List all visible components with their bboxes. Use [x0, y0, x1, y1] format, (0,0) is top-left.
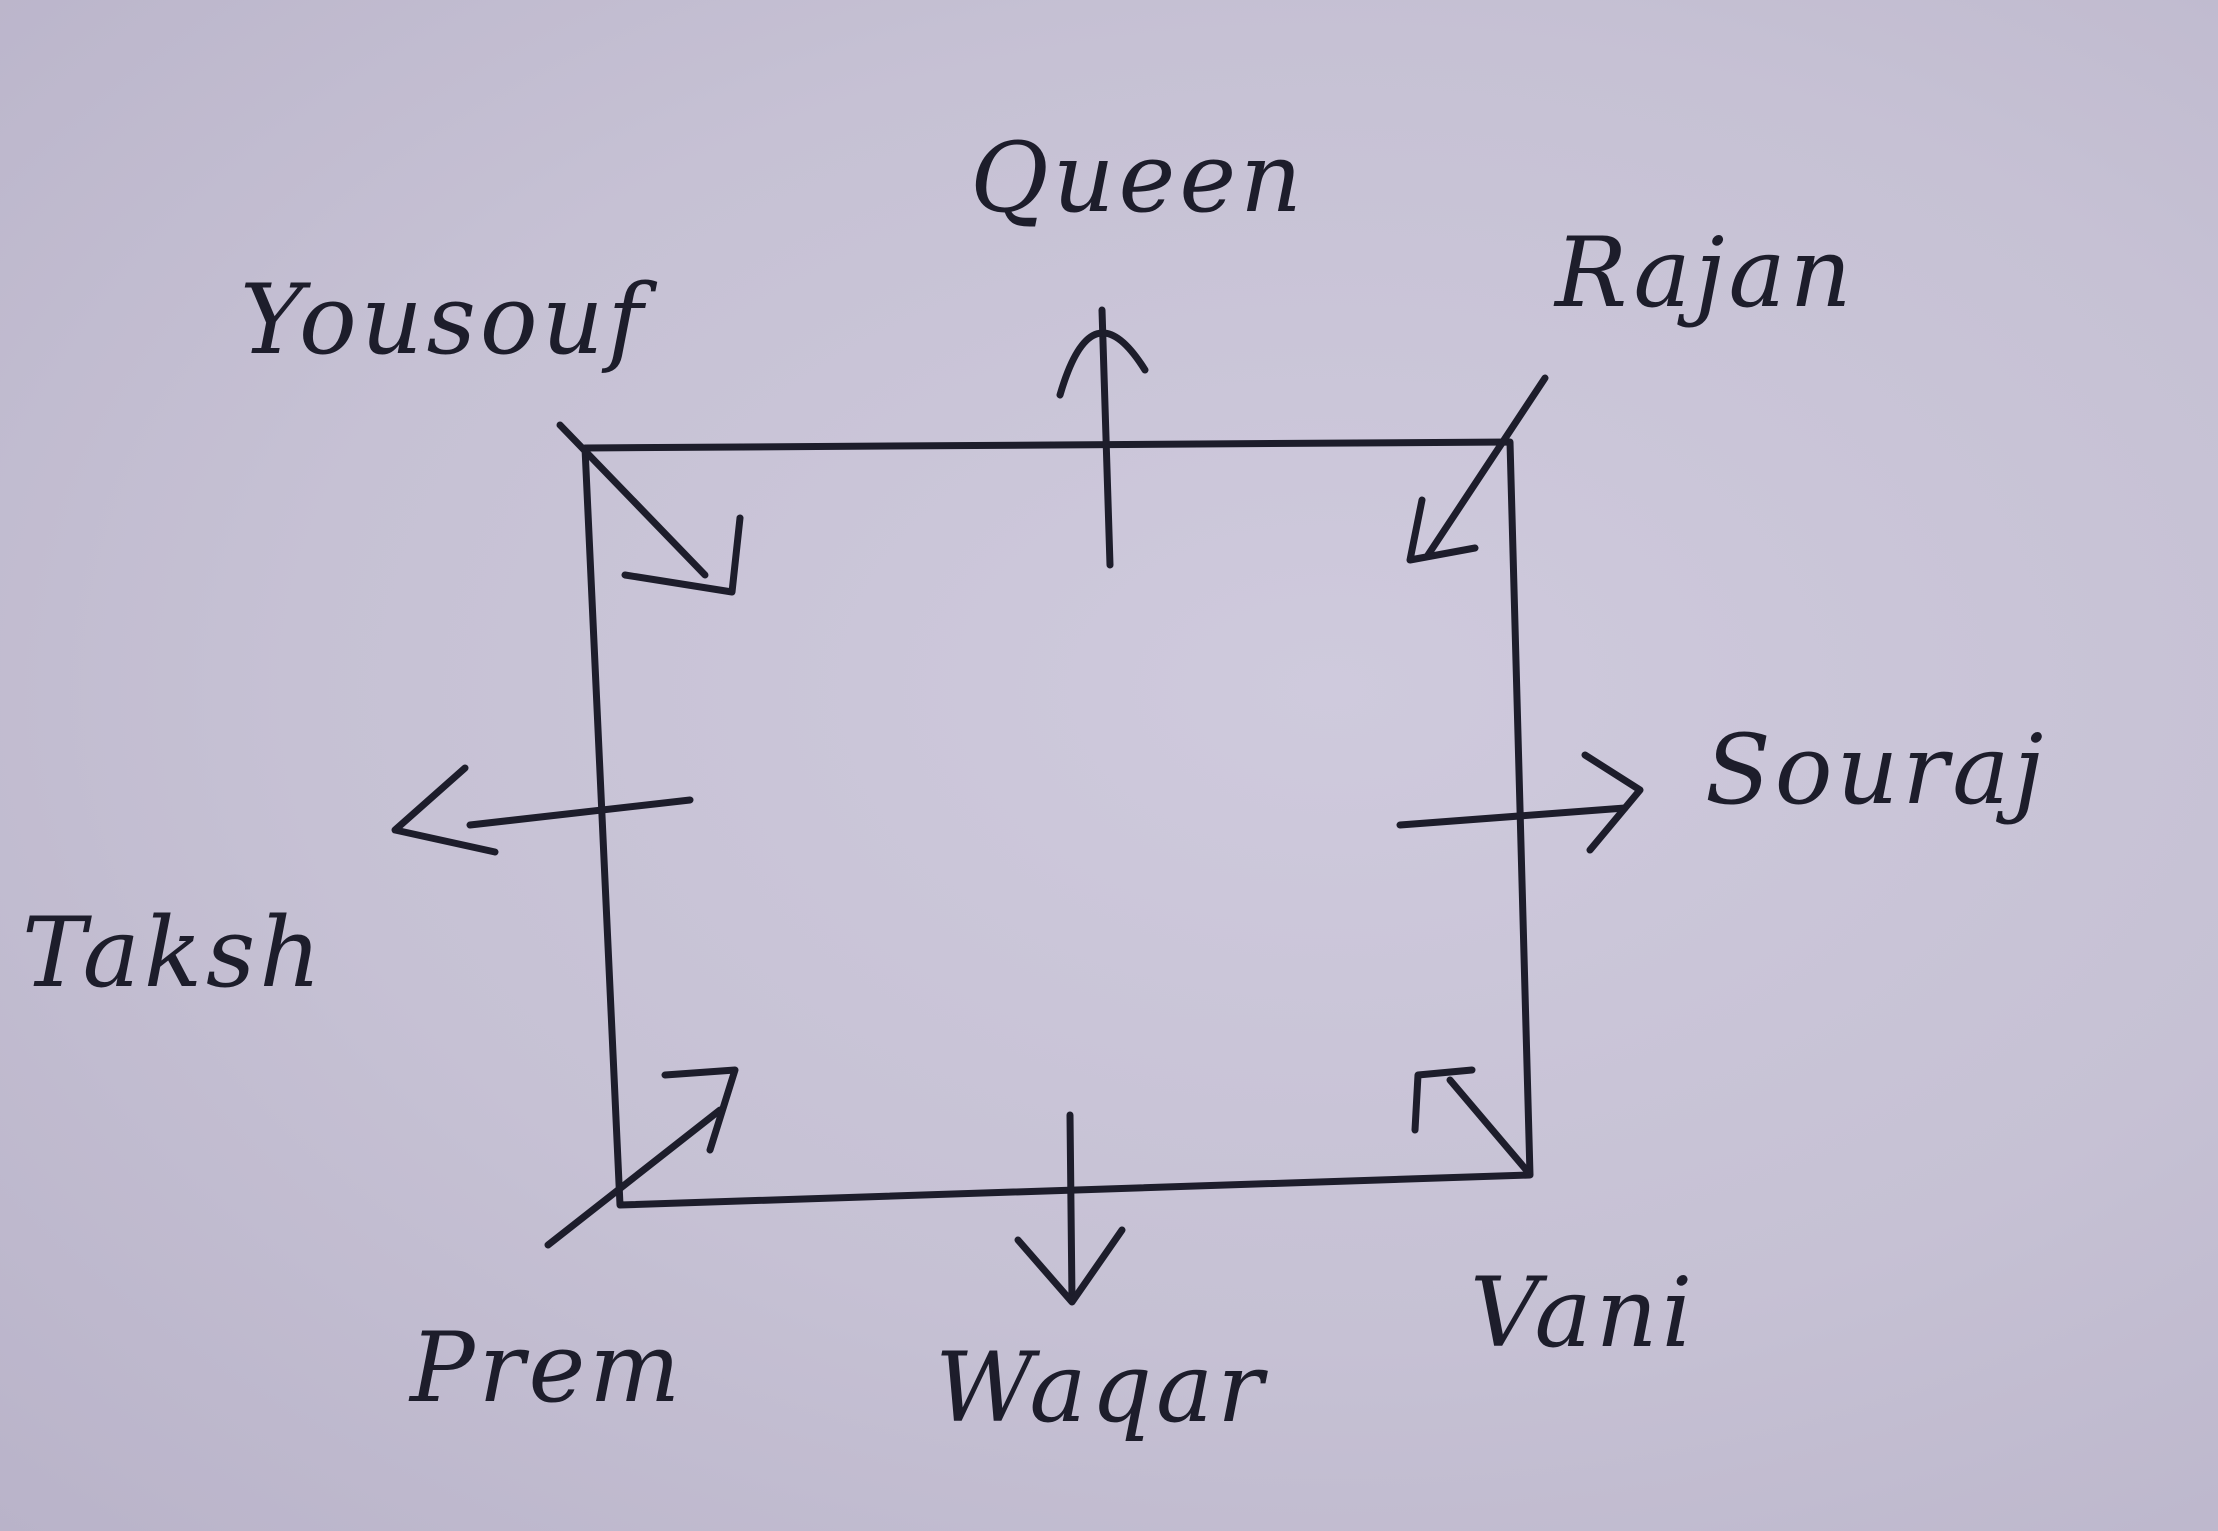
arrow-north — [1056, 306, 1149, 569]
label-south: Waqar — [935, 1332, 1268, 1444]
arrow-south-west — [544, 1066, 739, 1249]
label-south-east: Vani — [1470, 1257, 1697, 1369]
arrow-north-east — [1406, 374, 1549, 564]
square-outline — [581, 438, 1534, 1209]
label-south-west: Prem — [410, 1312, 685, 1424]
label-north: Queen — [970, 122, 1306, 234]
arrow-south — [1014, 1111, 1126, 1306]
label-east: Souraj — [1705, 714, 2048, 826]
label-north-west: Yousouf — [240, 264, 648, 376]
label-north-east: Rajan — [1555, 217, 1856, 329]
label-west: Taksh — [22, 897, 326, 1009]
arrow-south-east — [1411, 1066, 1532, 1176]
arrow-north-west — [556, 421, 744, 596]
arrow-west — [391, 764, 694, 856]
arrow-east — [1396, 751, 1644, 854]
